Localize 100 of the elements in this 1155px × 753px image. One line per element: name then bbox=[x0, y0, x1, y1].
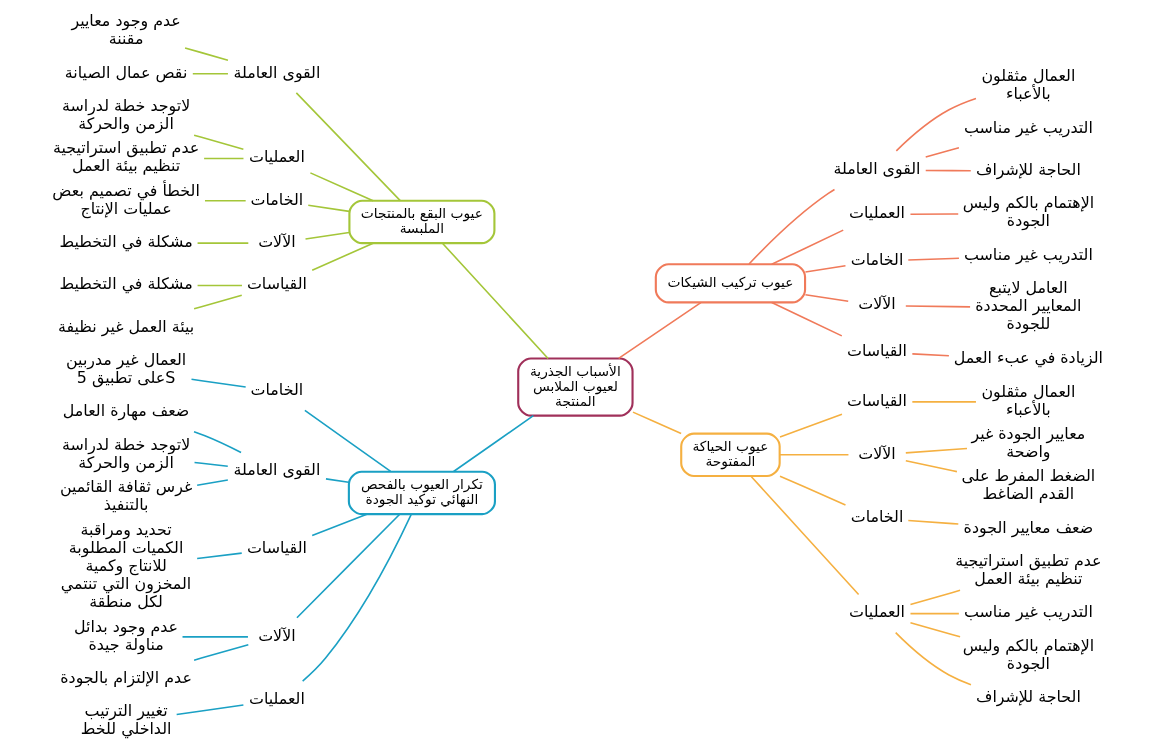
connector bbox=[909, 213, 960, 216]
connector bbox=[309, 172, 374, 202]
connector bbox=[304, 409, 392, 473]
node-text: الحاجة للإشراف bbox=[975, 686, 1081, 706]
node-text: الخامات bbox=[250, 380, 304, 400]
node-box: عيوب الحياكة المفتوحة bbox=[680, 432, 781, 478]
node-box: عيوب تركيب الشيكات bbox=[654, 263, 807, 304]
connector bbox=[804, 293, 849, 303]
connector bbox=[311, 513, 368, 537]
node-text: لاتوجد خطة لدراسة الزمن والحركة bbox=[61, 95, 191, 133]
connector bbox=[175, 704, 245, 716]
connector bbox=[617, 301, 702, 360]
connector bbox=[804, 265, 847, 273]
connector bbox=[905, 305, 971, 308]
connector bbox=[770, 229, 845, 265]
node-text: الآلات bbox=[858, 294, 896, 314]
node-text: الضغط المفرط على القدم الضاغط bbox=[961, 466, 1096, 504]
connector bbox=[907, 519, 960, 525]
connector bbox=[203, 157, 245, 160]
connector bbox=[924, 146, 960, 158]
connector bbox=[196, 552, 243, 560]
connector bbox=[770, 301, 843, 337]
node-text: العمليات bbox=[849, 203, 905, 223]
node-text: التدريب غير مناسب bbox=[963, 117, 1093, 137]
connector bbox=[193, 461, 229, 468]
node-box: تكرار العيوب بالفحص النهائي توكيد الجودة bbox=[347, 470, 496, 516]
node-text: تغيير الترتيب الداخلي للخط bbox=[80, 701, 172, 739]
node-text: العمال مثقلون بالأعباء bbox=[981, 381, 1076, 419]
node-text: القوى العاملة bbox=[233, 62, 321, 82]
connector bbox=[184, 47, 229, 61]
connector bbox=[911, 401, 977, 403]
connector bbox=[779, 475, 847, 506]
connector bbox=[924, 169, 972, 172]
connector bbox=[779, 454, 850, 456]
node-text: مشكلة في التخطيط bbox=[59, 274, 193, 294]
node-text: الإهتمام بالكم وليس الجودة bbox=[962, 635, 1095, 673]
connector bbox=[193, 134, 245, 150]
connector bbox=[192, 73, 229, 75]
connector bbox=[748, 188, 836, 265]
node-text: عدم الإلتزام بالجودة bbox=[60, 667, 192, 687]
node-text: معايير الجودة غير واضحة bbox=[971, 423, 1086, 461]
node-text: القياسات bbox=[246, 537, 307, 557]
connector bbox=[204, 200, 247, 202]
connector bbox=[295, 92, 402, 202]
node-text: القياسات bbox=[246, 274, 307, 294]
connector bbox=[441, 242, 549, 360]
node-text: الخامات bbox=[250, 189, 304, 209]
connector bbox=[325, 478, 350, 483]
node-text: لاتوجد خطة لدراسة الزمن والحركة bbox=[61, 434, 191, 472]
node-text: نقص عمال الصيانة bbox=[64, 62, 188, 82]
connector bbox=[311, 242, 374, 272]
node-text: بيئة العمل غير نظيفة bbox=[57, 316, 195, 336]
connector bbox=[181, 636, 249, 638]
node-text: القياسات bbox=[847, 340, 907, 360]
node-text: الخامات bbox=[850, 507, 904, 527]
node-box: عيوب البقع بالمنتجات الملبسة bbox=[348, 199, 496, 245]
node-box: الأسباب الجذرية لعيوب الملابس المنتجة bbox=[517, 357, 634, 417]
connector bbox=[905, 447, 968, 454]
connector bbox=[196, 479, 229, 486]
node-text: العمال مثقلون بالأعباء bbox=[981, 66, 1076, 104]
node-text: الحاجة للإشراف bbox=[975, 159, 1081, 179]
node-text: القوى العاملة bbox=[833, 158, 921, 178]
connector bbox=[911, 353, 950, 357]
node-text: الآلات bbox=[258, 231, 296, 251]
connector bbox=[196, 242, 250, 244]
node-text: العمليات bbox=[248, 689, 305, 709]
node-text: العمليات bbox=[849, 602, 905, 622]
connector bbox=[909, 612, 960, 615]
connector bbox=[909, 589, 961, 606]
connector bbox=[307, 204, 350, 213]
connector bbox=[296, 513, 401, 619]
connector bbox=[193, 430, 242, 454]
connector bbox=[894, 631, 972, 686]
node-text: ضعف معايير الجودة bbox=[963, 517, 1094, 537]
connector bbox=[909, 621, 961, 638]
node-text: التدريب غير مناسب bbox=[963, 602, 1093, 622]
connector bbox=[907, 257, 960, 261]
node-text: عدم وجود معايير مقننة bbox=[71, 11, 181, 49]
node-text: الزيادة في عبء العمل bbox=[953, 348, 1103, 368]
connector bbox=[193, 294, 243, 310]
node-text: عدم تطبيق استراتيجية تنظيم بيئة العمل bbox=[955, 550, 1102, 588]
connector bbox=[895, 97, 977, 152]
node-text: الخامات bbox=[850, 249, 904, 269]
node-text: العمال غير مدربين على تطبيق 5S bbox=[66, 349, 187, 387]
node-text: عدم وجود بدائل مناولة جيدة bbox=[74, 616, 179, 654]
node-text: الخطأ في تصميم بعض عمليات الإنتاج bbox=[52, 180, 200, 218]
connector bbox=[632, 411, 682, 435]
node-text: العامل لايتبع المعايير المحددة للجودة bbox=[975, 278, 1082, 334]
node-text: الإهتمام بالكم وليس الجودة bbox=[962, 193, 1095, 231]
node-text: عدم تطبيق استراتيجية تنظيم بيئة العمل bbox=[52, 138, 200, 176]
connector bbox=[196, 284, 243, 287]
connector bbox=[452, 414, 535, 473]
connector bbox=[193, 643, 250, 661]
node-text: العمليات bbox=[248, 147, 305, 167]
node-text: القوى العاملة bbox=[233, 460, 321, 480]
connector bbox=[750, 475, 860, 596]
node-text: الآلات bbox=[258, 625, 296, 645]
node-text: الآلات bbox=[858, 443, 896, 463]
node-text: القياسات bbox=[847, 390, 907, 410]
node-text: مشكلة في التخطيط bbox=[59, 231, 193, 251]
